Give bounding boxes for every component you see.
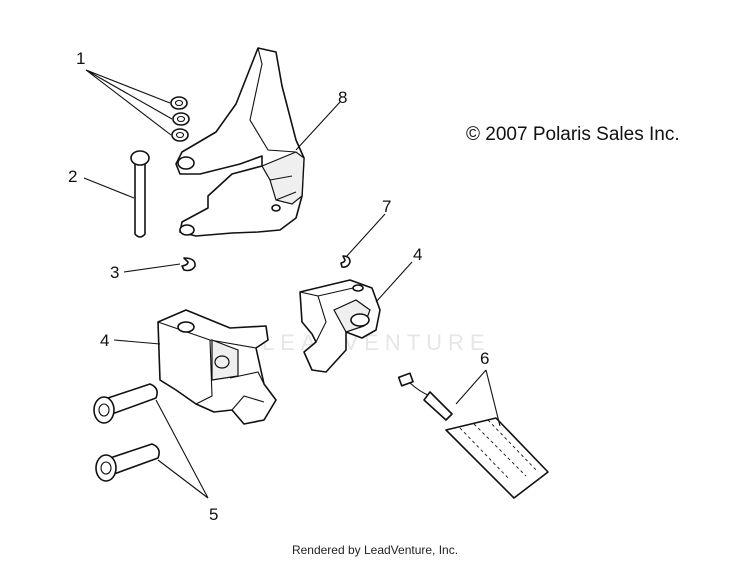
- callout-6: 6: [480, 349, 489, 368]
- part-5-bolt-lower: [95, 443, 160, 482]
- copyright-text: © 2007 Polaris Sales Inc.: [466, 124, 680, 145]
- part-4-housing-right: [299, 279, 381, 373]
- part-5-bolt-upper: [93, 383, 158, 424]
- callout-4-left: 4: [100, 331, 109, 350]
- part-8-bracket: [175, 47, 305, 237]
- footer-text: Rendered by LeadVenture, Inc.: [292, 543, 458, 557]
- part-6-cable: [397, 372, 549, 499]
- callout-8: 8: [338, 88, 347, 107]
- callout-5: 5: [209, 505, 218, 524]
- part-7-clip: [340, 255, 351, 268]
- callout-4-right: 4: [413, 245, 422, 264]
- callout-1: 1: [76, 49, 85, 68]
- watermark-text: LEADVENTURE: [262, 330, 491, 355]
- callout-7: 7: [382, 197, 391, 216]
- part-1-washers: [170, 96, 190, 142]
- part-2-pin: [130, 150, 150, 238]
- part-3-clip: [181, 257, 196, 272]
- part-4-housing-left: [157, 309, 277, 425]
- callout-2: 2: [68, 167, 77, 186]
- leader-lines: [83, 69, 501, 499]
- callout-3: 3: [110, 263, 119, 282]
